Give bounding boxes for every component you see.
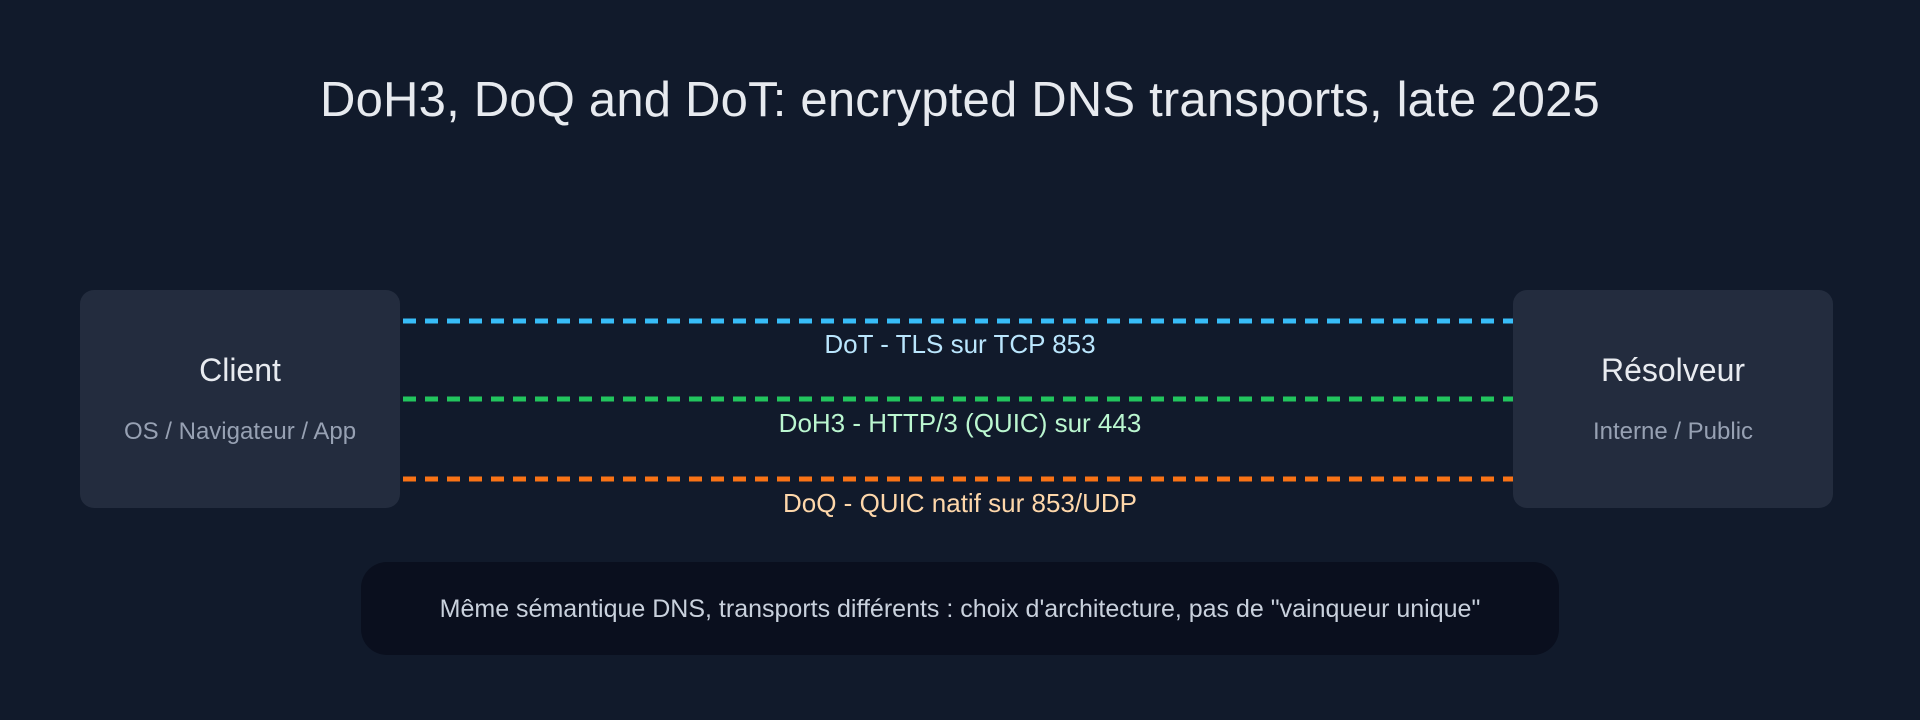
doh3-line-label: DoH3 - HTTP/3 (QUIC) sur 443	[778, 408, 1142, 438]
resolver-box-subtitle: Interne / Public	[1592, 418, 1754, 445]
doh3-dashed-line	[403, 396, 1513, 402]
resolver-box-title: Résolveur	[1600, 352, 1746, 388]
resolver-box: Résolveur Interne / Public	[1513, 290, 1833, 508]
client-box-subtitle: OS / Navigateur / App	[123, 418, 357, 445]
footer-note-text: Même sémantique DNS, transports différen…	[439, 594, 1481, 623]
page-title: DoH3, DoQ and DoT: encrypted DNS transpo…	[320, 73, 1600, 127]
doq-dashed-line	[403, 476, 1513, 482]
doq-line-label: DoQ - QUIC natif sur 853/UDP	[783, 488, 1137, 518]
dot-line-label: DoT - TLS sur TCP 853	[824, 329, 1096, 359]
dot-dashed-line	[403, 318, 1513, 324]
client-box-title: Client	[199, 352, 281, 388]
footer-note: Même sémantique DNS, transports différen…	[361, 562, 1559, 655]
client-box: Client OS / Navigateur / App	[80, 290, 400, 508]
